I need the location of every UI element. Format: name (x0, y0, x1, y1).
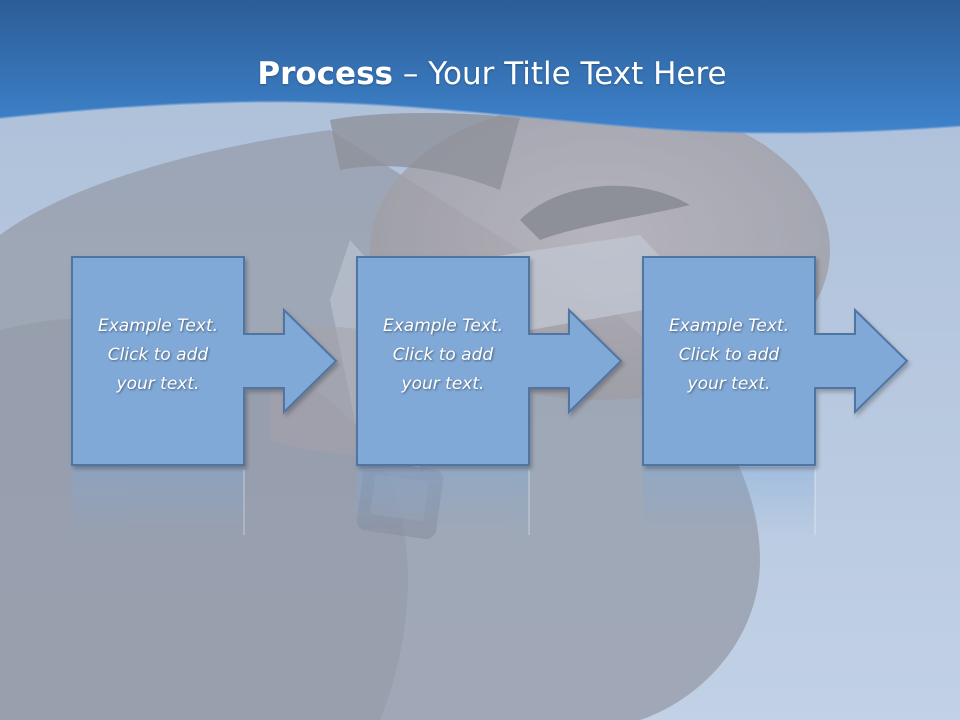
step-text-2[interactable]: Example Text. Click to add your text. (357, 312, 529, 399)
step-text-3[interactable]: Example Text. Click to add your text. (643, 312, 815, 399)
title-rest: Your Title Text Here (428, 56, 727, 92)
step-3-line-1: Example Text. (668, 316, 790, 336)
step-1-line-2: Click to add (107, 345, 209, 365)
step-1-line-3: your text. (116, 374, 200, 394)
reflections (72, 467, 816, 537)
title-bold: Process (257, 56, 393, 92)
step-2-line-2: Click to add (392, 345, 494, 365)
hair-shape (330, 113, 520, 190)
slide-title[interactable]: Process – Your Title Text Here (0, 52, 960, 96)
step-box-3[interactable] (642, 256, 909, 466)
step-2-line-1: Example Text. (382, 316, 504, 336)
step-text-1[interactable]: Example Text. Click to add your text. (72, 312, 244, 399)
step-2-line-3: your text. (401, 374, 485, 394)
step-box-1[interactable] (71, 256, 338, 466)
step-1-line-1: Example Text. (97, 316, 219, 336)
step-3-line-2: Click to add (678, 345, 780, 365)
header-wave (0, 0, 960, 133)
header-band (0, 0, 960, 134)
step-box-2[interactable] (356, 256, 623, 466)
step-3-line-3: your text. (687, 374, 771, 394)
mustache-shape (520, 185, 690, 240)
title-separator: – (402, 56, 419, 92)
